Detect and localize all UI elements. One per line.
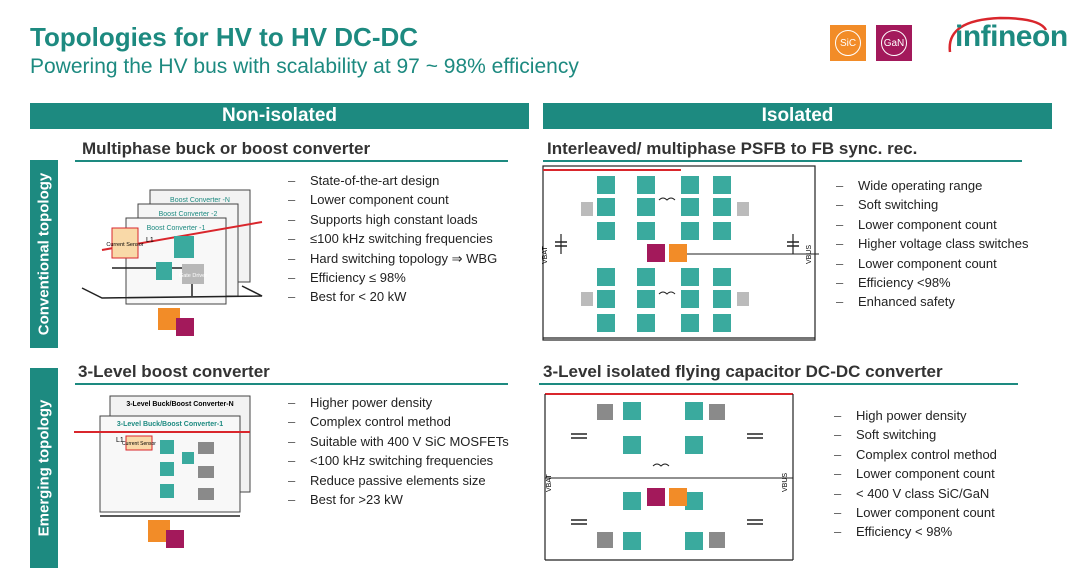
- list-item: –State-of-the-art design: [288, 173, 440, 188]
- gan-chip-badge: [166, 530, 184, 548]
- list-item: –Complex control method: [834, 446, 997, 462]
- switch-chip: [156, 262, 172, 280]
- list-item: –Lower component count: [834, 504, 995, 520]
- current-sensor-block: [125, 435, 153, 451]
- page-subtitle: Powering the HV bus with scalability at …: [30, 55, 579, 78]
- current-sensor-block: [111, 227, 139, 259]
- sic-chip-badge: [158, 308, 180, 330]
- switch-chip: [174, 236, 194, 258]
- list-item: –Wide operating range: [836, 178, 983, 193]
- column-header-isolated: Isolated: [543, 103, 1052, 129]
- inductor-label: L1: [116, 437, 124, 444]
- list-item: –Reduce passive elements size: [288, 472, 486, 488]
- list-item: –Lower component count: [834, 466, 995, 482]
- list-item: –Efficiency < 98%: [834, 524, 953, 540]
- current-sensor-label: Current Sensor: [122, 441, 156, 447]
- three-level-boost-diagram: 3-Level Buck/Boost Converter-N 3-Level B…: [74, 395, 251, 548]
- layer-2-label: Boost Converter -2: [159, 211, 218, 218]
- list-item: –<100 kHz switching frequencies: [288, 453, 494, 469]
- list-item: –Complex control method: [288, 414, 451, 430]
- q1-bullets: –State-of-the-art design –Lower componen…: [288, 171, 497, 307]
- gan-chip-badge: [176, 318, 194, 336]
- list-item: –Enhanced safety: [836, 294, 955, 310]
- gan-chip-badge: [647, 244, 665, 262]
- list-item: –Supports high constant loads: [288, 211, 478, 227]
- layer-1-label: Boost Converter -1: [147, 225, 206, 232]
- infineon-logo-arc: [948, 16, 1048, 53]
- gan-badge: GaN: [876, 25, 912, 61]
- sic-chip-badge: [669, 488, 687, 506]
- q3-bullets: –Higher power density –Complex control m…: [288, 393, 509, 509]
- layer-n-label: Boost Converter -N: [170, 197, 230, 204]
- list-item: –Lower component count: [836, 216, 997, 232]
- q2-title: Interleaved/ multiphase PSFB to FB sync.…: [547, 139, 918, 158]
- q3-title: 3-Level boost converter: [78, 362, 270, 381]
- list-item: –Hard switching topology ⇒ WBG: [288, 250, 498, 266]
- flying-capacitor-circuit-diagram: VBAT VBUS: [544, 393, 794, 561]
- layer-1-label: 3-Level Buck/Boost Converter-1: [117, 421, 223, 428]
- psfb-circuit-diagram: VBAT VBUS: [542, 165, 819, 341]
- inductor-label: L1: [146, 237, 154, 244]
- list-item: –Best for < 20 kW: [288, 289, 407, 305]
- sic-badge: SiC: [830, 25, 866, 61]
- q2-bullets: –Wide operating range –Soft switching –L…: [836, 176, 1029, 312]
- q3-underline: [75, 383, 508, 385]
- q1-underline: [75, 160, 508, 162]
- list-item: –High power density: [834, 408, 967, 423]
- list-item: –Higher power density: [288, 395, 433, 410]
- column-header-non-isolated: Non-isolated: [30, 103, 529, 129]
- vbat-label: VBAT: [542, 246, 549, 264]
- list-item: –Efficiency ≤ 98%: [288, 269, 406, 285]
- list-item: –Lower component count: [836, 255, 997, 271]
- q4-title: 3-Level isolated flying capacitor DC-DC …: [543, 362, 943, 381]
- list-item: –< 400 V class SiC/GaN: [834, 485, 990, 501]
- list-item: –Higher voltage class switches: [836, 236, 1029, 252]
- layer-1: [125, 217, 227, 305]
- sic-chip-badge: [669, 244, 687, 262]
- list-item: –≤100 kHz switching frequencies: [288, 231, 493, 247]
- list-item: –Suitable with 400 V SiC MOSFETs: [288, 433, 509, 449]
- infineon-logo: infineon: [955, 20, 1068, 53]
- list-item: –Efficiency <98%: [836, 274, 951, 290]
- list-item: –Soft switching: [836, 197, 939, 213]
- current-sensor-label: Current Sensor: [106, 242, 143, 248]
- gate-driver-block: [182, 264, 204, 284]
- list-item: –Best for >23 kW: [288, 491, 403, 507]
- q4-bullets: –High power density –Soft switching –Com…: [834, 406, 997, 542]
- multiphase-boost-diagram: Boost Converter -N Boost Converter -2 Bo…: [81, 189, 263, 336]
- sic-chip-badge: [148, 520, 170, 542]
- vbat-label: VBAT: [546, 474, 553, 492]
- gate-driver-label: Gate Driver: [179, 273, 207, 279]
- row-header-conventional: Conventional topology: [30, 160, 58, 348]
- vbus-label: VBUS: [782, 473, 789, 492]
- layer-n-label: 3-Level Buck/Boost Converter-N: [126, 401, 233, 408]
- q1-title: Multiphase buck or boost converter: [82, 139, 371, 158]
- q2-underline: [543, 160, 1022, 162]
- gan-chip-badge: [647, 488, 665, 506]
- q4-underline: [539, 383, 1018, 385]
- list-item: –Soft switching: [834, 427, 937, 443]
- page-title: Topologies for HV to HV DC-DC: [30, 22, 419, 52]
- list-item: –Lower component count: [288, 192, 449, 208]
- row-header-emerging: Emerging topology: [30, 368, 58, 568]
